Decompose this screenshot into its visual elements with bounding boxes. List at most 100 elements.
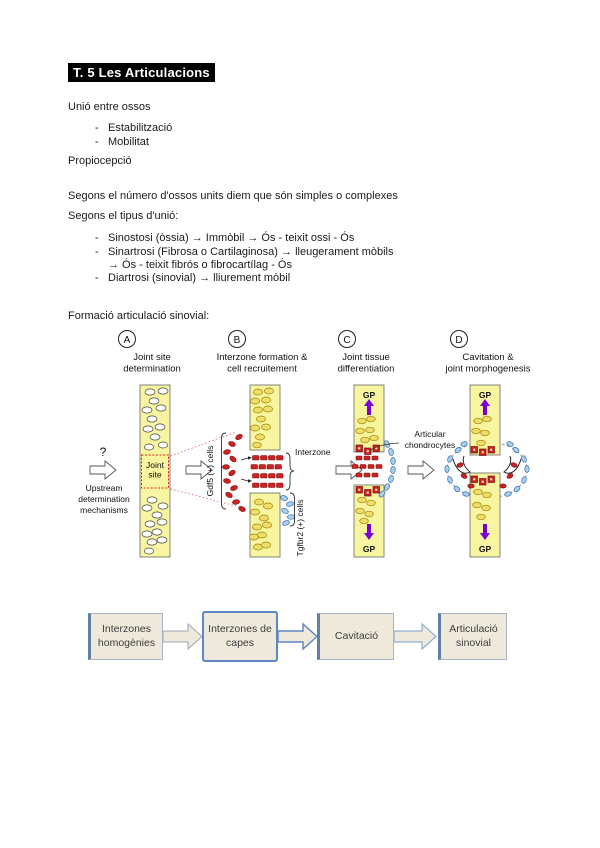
- gp-arrow-up-icon: [364, 399, 374, 415]
- cavity-curve-left: [452, 455, 471, 474]
- paragraph-formacio: Formació articulació sinovial:: [68, 310, 210, 322]
- bullet-diartrosi: -Diartrosi (sinovial) → lliurement mòbil: [95, 272, 290, 284]
- panel-header-d: D Cavitation & joint morphogenesis: [444, 330, 531, 375]
- bone-bar-bottom: [469, 472, 501, 558]
- interzone-red-cells: [351, 455, 383, 478]
- articular-label-line1: Articular: [414, 429, 445, 439]
- gdf5-label: Gdf5 (+) cells: [205, 446, 215, 497]
- flow-arrow-icon: [277, 622, 319, 651]
- panel-header-a: A Joint site determination: [118, 330, 181, 375]
- panel-header-c: C Joint tissue differentiation: [338, 330, 395, 375]
- bullet-dash: -: [95, 246, 99, 258]
- growth-plate-label: GP: [363, 544, 376, 554]
- panel-letter: A: [124, 335, 131, 346]
- joint-site-label-line2: site: [148, 470, 162, 480]
- flowchart-box-interzones-de-capes: Interzones de capes: [202, 611, 278, 662]
- recruitment-arrow: [240, 457, 249, 461]
- blue-cells-arc: [378, 440, 396, 498]
- panel-a: Joint site ? Upstream determination mech…: [78, 384, 237, 558]
- gdf5-cells: [222, 434, 246, 512]
- panel-title-line2: cell recruitement: [227, 364, 297, 375]
- bullet-sinostosi: -Sinostosi (òssia) → Immòbil → Ós - teix…: [95, 232, 354, 244]
- flowchart-box-articulacio-sinovial: Articulació sinovial: [438, 613, 507, 660]
- tgfbr2-cells: [280, 495, 295, 526]
- flow-arrow-icon: [393, 622, 437, 651]
- panel-letter: D: [455, 335, 462, 346]
- joint-site-label-line1: Joint: [146, 460, 165, 470]
- yellow-cells: [249, 387, 274, 551]
- recruitment-arrowhead-icon: [248, 479, 252, 483]
- recruitment-arrow: [240, 478, 249, 482]
- recruitment-arrowhead-icon: [248, 456, 252, 460]
- bone-bar-bottom: [353, 484, 385, 558]
- circle-d-icon: [450, 330, 468, 348]
- gp-arrow-up-icon: [480, 399, 490, 415]
- interzone-brace: [285, 452, 295, 491]
- interzone-label: Interzone: [295, 447, 331, 457]
- square-centers: [358, 447, 378, 494]
- block-arrow-icon: [89, 460, 117, 480]
- gdf5-bracket: [221, 432, 227, 510]
- bone-bar: [139, 384, 171, 558]
- flowchart-box-cavitacio: Cavitació: [317, 613, 394, 660]
- bullet-estabilitzacio: -Estabilització: [95, 122, 172, 134]
- upstream-label-line2: determination: [78, 494, 130, 504]
- bullet-dash: -: [95, 232, 99, 244]
- paragraph-propiocepcio: Propiocepció: [68, 155, 132, 167]
- dotted-connector-line: [170, 431, 237, 457]
- paragraph-segons-numero: Segons el número d'ossos units diem que …: [68, 190, 398, 202]
- white-cells: [141, 387, 169, 555]
- yellow-cells: [471, 415, 492, 521]
- panel-header-b: B Interzone formation & cell recruitemen…: [217, 330, 308, 375]
- panel-title-line2: differentiation: [338, 364, 395, 375]
- bullet-text: Diartrosi (sinovial) → lliurement mòbil: [108, 272, 291, 284]
- paragraph-union: Unió entre ossos: [68, 101, 151, 113]
- panel-title-line1: Joint tissue: [342, 352, 390, 363]
- page-title: T. 5 Les Articulacions: [68, 63, 215, 82]
- bullet-text: Mobilitat: [108, 136, 149, 148]
- bullet-sinartrosi-cont: → Ós - teixit fibrós o fibrocartílag - Ó…: [108, 259, 292, 271]
- articular-label-line2: chondrocytes: [405, 440, 456, 450]
- circle-b-icon: [228, 330, 246, 348]
- tgfbr2-label: Tgfbr2 (+) cells: [295, 500, 305, 557]
- growth-plate-label: GP: [479, 544, 492, 554]
- yellow-cells: [355, 415, 379, 525]
- capsule-red-cells: [456, 462, 518, 489]
- gp-arrow-down-icon: [364, 524, 374, 540]
- figure-joint-formation: A Joint site determination B Interzone f…: [78, 330, 531, 558]
- block-arrow-icon: [185, 460, 213, 480]
- circle-a-icon: [118, 330, 136, 348]
- flowchart-arrows: [162, 622, 437, 651]
- bullet-dash: -: [95, 272, 99, 284]
- interzone-red-cells: [250, 455, 284, 488]
- bullet-text: Estabilització: [108, 122, 173, 134]
- articular-pointer-line: [370, 442, 400, 451]
- dotted-connector-line: [170, 488, 237, 507]
- block-arrow-icon: [407, 460, 435, 480]
- gp-arrow-down-icon: [480, 524, 490, 540]
- joint-site-box: [141, 454, 169, 489]
- bullet-sinartrosi: -Sinartrosi (Fibrosa o Cartilaginosa) → …: [95, 246, 394, 258]
- panel-title-line1: Joint site: [133, 352, 171, 363]
- tgfbr2-bracket: [289, 492, 295, 527]
- flow-arrow-icon: [162, 622, 203, 651]
- square-centers: [473, 448, 493, 483]
- upstream-label-line3: mechanisms: [80, 505, 128, 515]
- cavity-curve-right: [503, 455, 522, 474]
- flowchart-box-interzones-homogenies: Interzones homogènies: [88, 613, 163, 660]
- panel-letter: C: [343, 335, 350, 346]
- growth-plate-label: GP: [363, 390, 376, 400]
- upstream-label-line1: Upstream: [86, 483, 123, 493]
- paragraph-segons-tipus: Segons el tipus d'unió:: [68, 210, 179, 222]
- panel-title-line1: Interzone formation &: [217, 352, 308, 363]
- bullet-dash: -: [95, 122, 99, 134]
- bullet-text: Sinostosi (òssia) → Immòbil → Ós - teixi…: [108, 232, 355, 244]
- capsule-blue-cells: [444, 441, 530, 497]
- question-mark-label: ?: [100, 445, 107, 459]
- panel-title-line1: Cavitation &: [462, 352, 514, 363]
- panel-title-line2: determination: [123, 364, 181, 375]
- bullet-dash: -: [95, 136, 99, 148]
- panel-c: GP: [351, 384, 456, 558]
- panel-title-line2: joint morphogenesis: [444, 364, 530, 375]
